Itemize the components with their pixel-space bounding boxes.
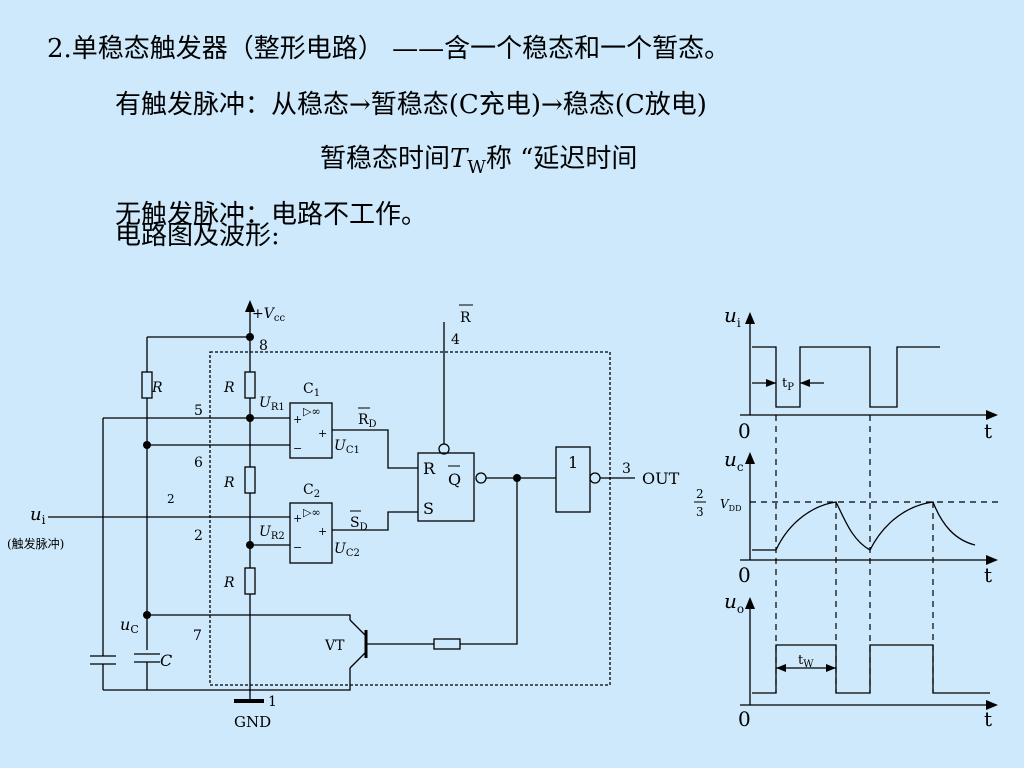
resistor-divider-2-label: R: [223, 475, 235, 491]
waveform-guides: [750, 415, 1000, 693]
c2-plus-2: +: [318, 525, 327, 538]
capacitor-label: C: [160, 651, 172, 670]
trigger-pulse-note: (触发脉冲): [7, 536, 64, 551]
c1-minus: −: [293, 442, 302, 455]
reset-bar-label: R: [460, 310, 471, 326]
junction-dots: [143, 333, 521, 703]
resistor-divider-1-label: R: [223, 380, 235, 396]
waveform-plots: [740, 320, 990, 706]
trigger-description: 有触发脉冲：从稳态→暂稳态(C充电)→稳态(C放电): [115, 90, 707, 120]
gnd-label: GND: [234, 713, 271, 731]
uc-t-label: t: [984, 563, 992, 587]
delay-t-subscript: W: [467, 157, 486, 178]
c1-plus-2: +: [318, 427, 327, 440]
pin-6-label: 6: [194, 455, 203, 471]
sd-label: SD: [350, 515, 368, 533]
ui-input-label: ui: [30, 504, 46, 527]
ur2-label: UR2: [259, 524, 285, 542]
resistor-top-left: [141, 371, 153, 399]
pin-5-label: 5: [194, 403, 203, 419]
c2-plus: +: [293, 512, 302, 525]
ff-r-label: R: [423, 459, 436, 478]
ff-s-label: S: [423, 499, 434, 518]
resistor-divider-3: [244, 567, 256, 595]
vt-label: VT: [324, 638, 345, 654]
waveform-caption: 电路图及波形:: [115, 221, 280, 251]
pin-8-label: 8: [259, 338, 268, 354]
uo-origin: 0: [738, 707, 751, 731]
uc1-label: UC1: [334, 438, 360, 456]
delay-time-description: 暂稳态时间TW称 “延迟时间: [320, 138, 637, 178]
c1-label: C1: [303, 381, 320, 399]
tp-label: tP: [782, 376, 794, 393]
uc-node-label: uC: [120, 615, 139, 636]
uc-waveform: [752, 501, 976, 551]
comparator-c2-symbol: ▷∞: [303, 506, 321, 519]
rd-label: RD: [358, 412, 377, 430]
pin-7-label: 7: [193, 628, 202, 644]
ur1-label: UR1: [259, 395, 285, 413]
ui-axis-label: ui: [724, 303, 741, 330]
comparator-c1-symbol: ▷∞: [303, 405, 321, 418]
resistor-top-left-label: R: [151, 380, 163, 396]
resistor-divider-2: [244, 466, 256, 494]
delay-suffix: 称 “延迟时间: [485, 144, 638, 174]
c2-minus: −: [293, 541, 302, 554]
ui-waveform: [752, 346, 940, 408]
ui-t-label: t: [984, 419, 992, 443]
pin-2-label: 2: [194, 528, 203, 544]
uo-axis-label: uo: [724, 589, 744, 616]
ui-origin: 0: [738, 419, 751, 443]
no-trigger-description: 无触发脉冲：电路不工作。: [115, 200, 428, 230]
delay-t-symbol: T: [450, 144, 468, 174]
reset-inversion-bubble: [438, 443, 450, 455]
pin-3-label: 3: [622, 461, 631, 477]
fraction-denominator: 3: [696, 505, 704, 519]
uc-origin: 0: [738, 563, 751, 587]
uo-waveform: [752, 644, 990, 694]
monostable-circuit: [48, 308, 635, 700]
vcc-label: +Vcc: [252, 306, 285, 324]
base-resistor: [433, 638, 461, 650]
delay-prefix: 暂稳态时间: [320, 144, 451, 174]
uo-t-label: t: [984, 707, 992, 731]
resistor-divider-3-label: R: [223, 575, 235, 591]
uc-axis-label: uc: [724, 447, 744, 474]
pin-2-inner-label: 2: [167, 492, 175, 506]
chip-boundary: [209, 351, 611, 686]
comparator-c2: [289, 502, 333, 564]
slide-heading: 2.单稳态触发器（整形电路） ——含一个稳态和一个暂态。: [47, 34, 731, 64]
c2-label: C2: [303, 482, 320, 500]
inverter-label: 1: [568, 453, 578, 472]
pin-4-label: 4: [451, 332, 460, 348]
fraction-numerator: 2: [696, 487, 704, 501]
vdd-label: VDD: [720, 497, 742, 513]
ff-qbar-label: Q: [448, 470, 461, 489]
uc2-label: UC2: [334, 541, 360, 559]
pin-1-label: 1: [268, 694, 277, 710]
c1-plus: +: [293, 413, 302, 426]
out-label: OUT: [642, 469, 680, 488]
tw-label: tW: [798, 653, 814, 670]
resistor-divider-1: [244, 371, 256, 399]
